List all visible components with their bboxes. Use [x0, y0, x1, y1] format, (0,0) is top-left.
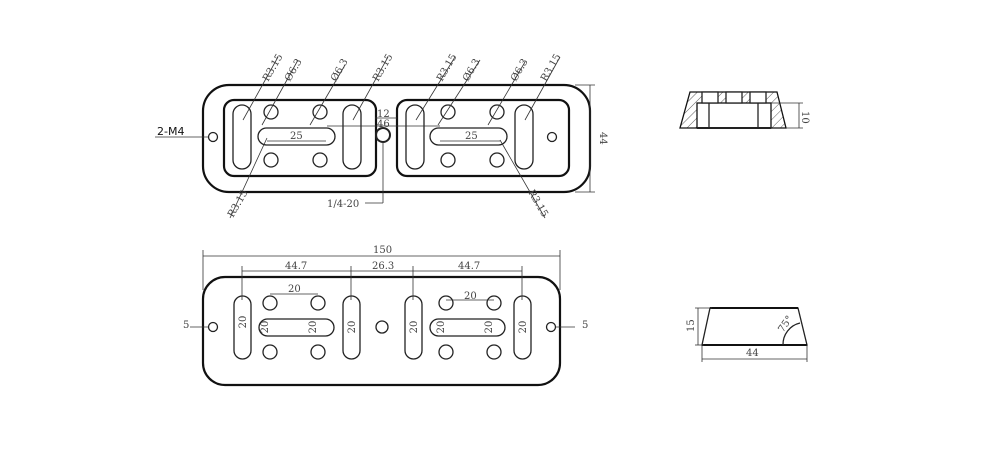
slot-height: 20: [308, 321, 319, 334]
center-thread-callout: 1/4-20: [327, 199, 359, 210]
bottom-view: 150 44.7 26.3 44.7 20 20 20 20 20 20 20 …: [183, 245, 588, 387]
hole-spacing: 20: [288, 284, 301, 295]
slot-height: 20: [238, 316, 249, 329]
dimension-lines: [190, 250, 575, 328]
pocket-right: [395, 98, 571, 178]
m4-callout: 2-M4: [157, 125, 184, 138]
slot-height: 20: [518, 321, 529, 334]
slots: [233, 295, 532, 360]
pitch-right: 44.7: [458, 261, 480, 272]
section-depth: 10: [799, 111, 810, 124]
radius-label: R3.15: [371, 52, 395, 83]
plate-outline: [201, 275, 562, 387]
hole-dia-label: Ø6.3: [461, 57, 483, 83]
slot-height: 20: [484, 321, 495, 334]
side-width: 44: [746, 348, 759, 359]
slot-length: 25: [465, 131, 478, 142]
radius-label: R3.15: [539, 52, 563, 83]
slots: [232, 104, 534, 170]
overall-length: 150: [373, 245, 392, 256]
pitch-center: 26.3: [372, 261, 394, 272]
side-height: 15: [686, 319, 697, 332]
holes: [207, 104, 558, 168]
gap-dimension: 12: [377, 109, 390, 120]
pitch-left: 44.7: [285, 261, 307, 272]
side-view: 15 44 75°: [686, 307, 808, 362]
spacing-dimension: 46: [377, 119, 390, 130]
holes: [207, 295, 557, 360]
edge-offset-right: 5: [582, 320, 588, 331]
leaders: [155, 56, 595, 219]
hole-dia-label: Ø6.3: [329, 57, 351, 83]
section-view: 10: [679, 91, 810, 129]
hole-dia-label: Ø6.3: [509, 57, 531, 83]
slot-length: 25: [290, 131, 303, 142]
slot-height: 20: [436, 321, 447, 334]
hole-spacing: 20: [464, 291, 477, 302]
slot-height: 20: [409, 321, 420, 334]
edge-offset-left: 5: [183, 320, 189, 331]
slot-height: 20: [260, 321, 271, 334]
side-angle: 75°: [776, 314, 795, 335]
radius-label: R3.15: [261, 52, 285, 83]
radius-label: R3.15: [435, 52, 459, 83]
slot-height: 20: [347, 321, 358, 334]
width-dimension: 44: [597, 132, 608, 145]
top-view: 2-M4 R3.15 Ø6.3 Ø6.3 R3.15 R3.15 Ø6.3 Ø6…: [155, 52, 608, 220]
hole-dia-label: Ø6.3: [283, 57, 305, 83]
